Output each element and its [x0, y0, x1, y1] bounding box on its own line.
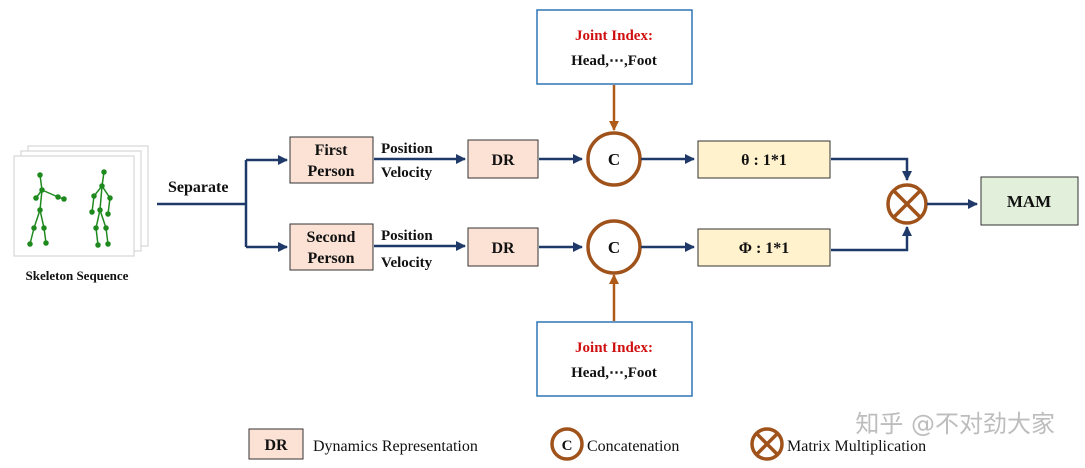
concat-to-conv-arrows [641, 154, 695, 252]
joint-index-value-bottom: Head,⋯,Foot [571, 365, 657, 381]
concat-node-top-label: C [608, 150, 620, 169]
mam-output-label: MAM [1007, 192, 1051, 211]
position-label-bottom: Position [381, 228, 433, 244]
first-person-line1: First [315, 142, 349, 159]
joint-index-value-top: Head,⋯,Foot [571, 53, 657, 69]
first-person-line2: Person [307, 163, 354, 180]
concat-node-bottom-label: C [608, 238, 620, 257]
legend-multiply-desc: Matrix Multiplication [787, 438, 926, 455]
joint-index-box-top: Joint Index: Head,⋯,Foot [536, 9, 693, 85]
concat-node-top: C [586, 131, 642, 187]
legend-concat-item: C Concatenation [550, 427, 679, 461]
skeleton-figure-right-icon [89, 169, 113, 248]
legend-multiply-item: Matrix Multiplication [750, 427, 926, 461]
dr-to-concat-arrows [539, 154, 583, 252]
legend-dr-item: DR Dynamics Representation [248, 428, 478, 460]
mam-output-box: MAM [980, 176, 1079, 226]
joint-index-title-bottom: Joint Index: [575, 340, 653, 356]
position-label-top: Position [381, 141, 433, 157]
legend-dr-key: DR [264, 437, 288, 454]
separate-label: Separate [168, 179, 228, 196]
joint-index-title-top: Joint Index: [575, 28, 653, 44]
phi-conv-label: Φ : 1*1 [739, 240, 790, 257]
legend-multiply-icon [750, 427, 784, 461]
skeleton-figure-left-icon [27, 172, 67, 247]
legend-concat-desc: Concatenation [587, 438, 679, 455]
second-person-box: Second Person [289, 223, 374, 271]
matrix-multiply-node [886, 183, 928, 225]
theta-conv-label: θ : 1*1 [741, 152, 787, 169]
second-person-line1: Second [307, 229, 356, 246]
second-person-line2: Person [307, 250, 354, 267]
joint-index-box-bottom: Joint Index: Head,⋯,Foot [536, 321, 693, 397]
theta-conv-box: θ : 1*1 [697, 140, 831, 179]
dr-box-top-label: DR [491, 152, 515, 169]
skeleton-sequence-icon [13, 145, 149, 257]
pv-arrows [374, 154, 466, 251]
split-connector [157, 155, 288, 252]
legend-dr-desc: Dynamics Representation [313, 438, 478, 455]
legend-concat-key: C [562, 438, 573, 454]
velocity-label-bottom: Velocity [381, 255, 433, 271]
dr-box-top: DR [467, 139, 539, 179]
first-person-box: First Person [289, 136, 374, 184]
conv-to-multiply-arrows [831, 157, 912, 252]
dr-box-bottom-label: DR [491, 240, 515, 257]
concat-node-bottom: C [586, 219, 642, 275]
dr-box-bottom: DR [467, 227, 539, 267]
skeleton-sequence-label: Skeleton Sequence [26, 268, 129, 283]
watermark-text: 知乎 @不对劲大家 [855, 410, 1055, 438]
velocity-label-top: Velocity [381, 165, 433, 181]
phi-conv-box: Φ : 1*1 [697, 228, 831, 267]
legend: DR Dynamics Representation C Concatenati… [248, 427, 926, 461]
